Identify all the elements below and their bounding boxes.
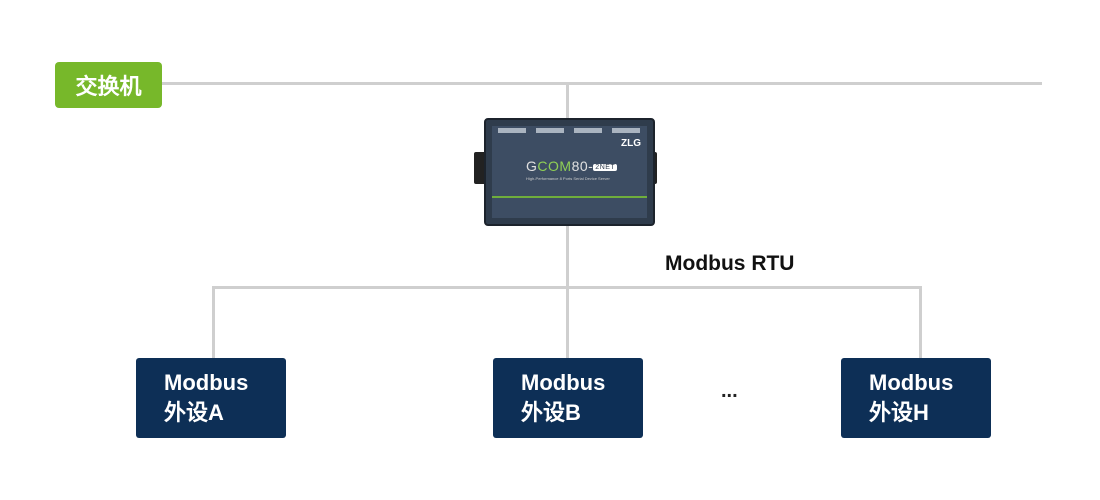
bus-label: Modbus RTU xyxy=(665,252,795,275)
serial-port xyxy=(536,128,564,133)
drop-line-a xyxy=(212,286,215,358)
downlink-line xyxy=(566,224,569,358)
drop-line-h xyxy=(919,286,922,358)
ethernet-bus-line xyxy=(160,82,1042,85)
device-mount-ear-left xyxy=(474,152,486,184)
serial-port xyxy=(612,128,640,133)
uplink-line xyxy=(566,84,569,120)
serial-port xyxy=(574,128,602,133)
device-model: GCOM80-2NET xyxy=(526,158,618,174)
gcom80-device: ZLG GCOM80-2NET High-Performance 8 Ports… xyxy=(484,118,655,226)
device-brand: ZLG xyxy=(621,138,641,149)
rs485-bus-line xyxy=(212,286,922,289)
serial-port xyxy=(498,128,526,133)
device-subtitle: High-Performance 8 Ports Serial Device S… xyxy=(526,176,610,181)
switch-label: 交换机 xyxy=(55,62,162,108)
ellipsis: ... xyxy=(721,380,738,402)
